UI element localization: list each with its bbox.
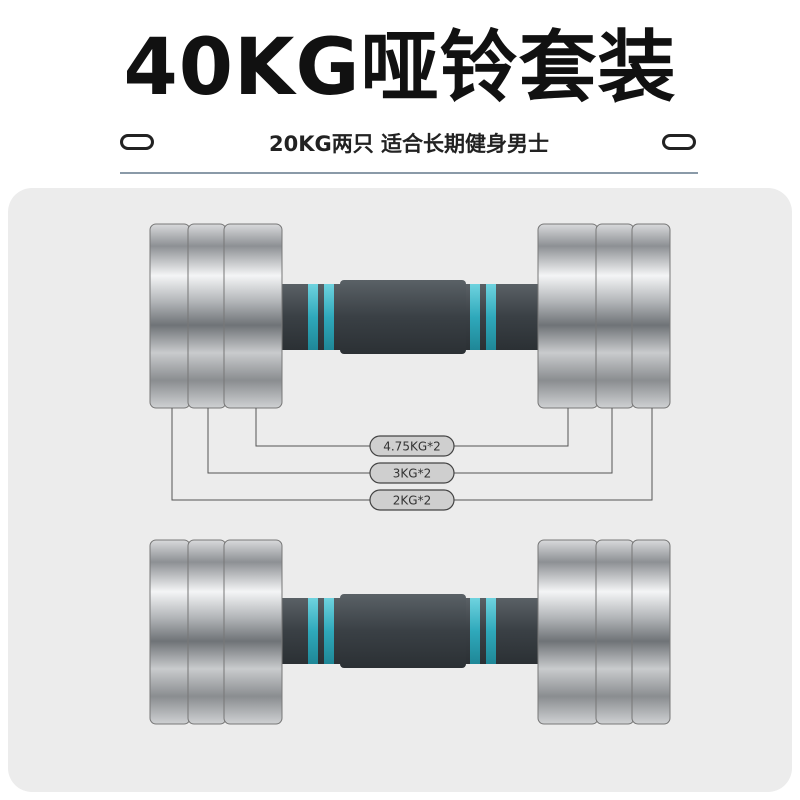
plate-label-1-text: 4.75KG*2 — [383, 440, 441, 454]
subtitle-row: 20KG两只 适合长期健身男士 — [120, 128, 698, 174]
header-divider — [120, 172, 698, 174]
product-title: 40KG哑铃套装 — [123, 23, 677, 113]
plate-label-1: 4.75KG*2 — [369, 435, 455, 457]
plate-label-3-text: 2KG*2 — [393, 494, 431, 508]
plate-label-2: 3KG*2 — [369, 462, 455, 484]
dumbbell-icon — [149, 223, 671, 409]
product-subtitle: 20KG两只 适合长期健身男士 — [268, 132, 550, 156]
pill-left-icon — [120, 134, 154, 150]
plate-label-2-text: 3KG*2 — [393, 467, 431, 481]
pill-right-icon — [662, 134, 696, 150]
dumbbell-icon — [149, 539, 671, 725]
plate-label-3: 2KG*2 — [369, 489, 455, 511]
